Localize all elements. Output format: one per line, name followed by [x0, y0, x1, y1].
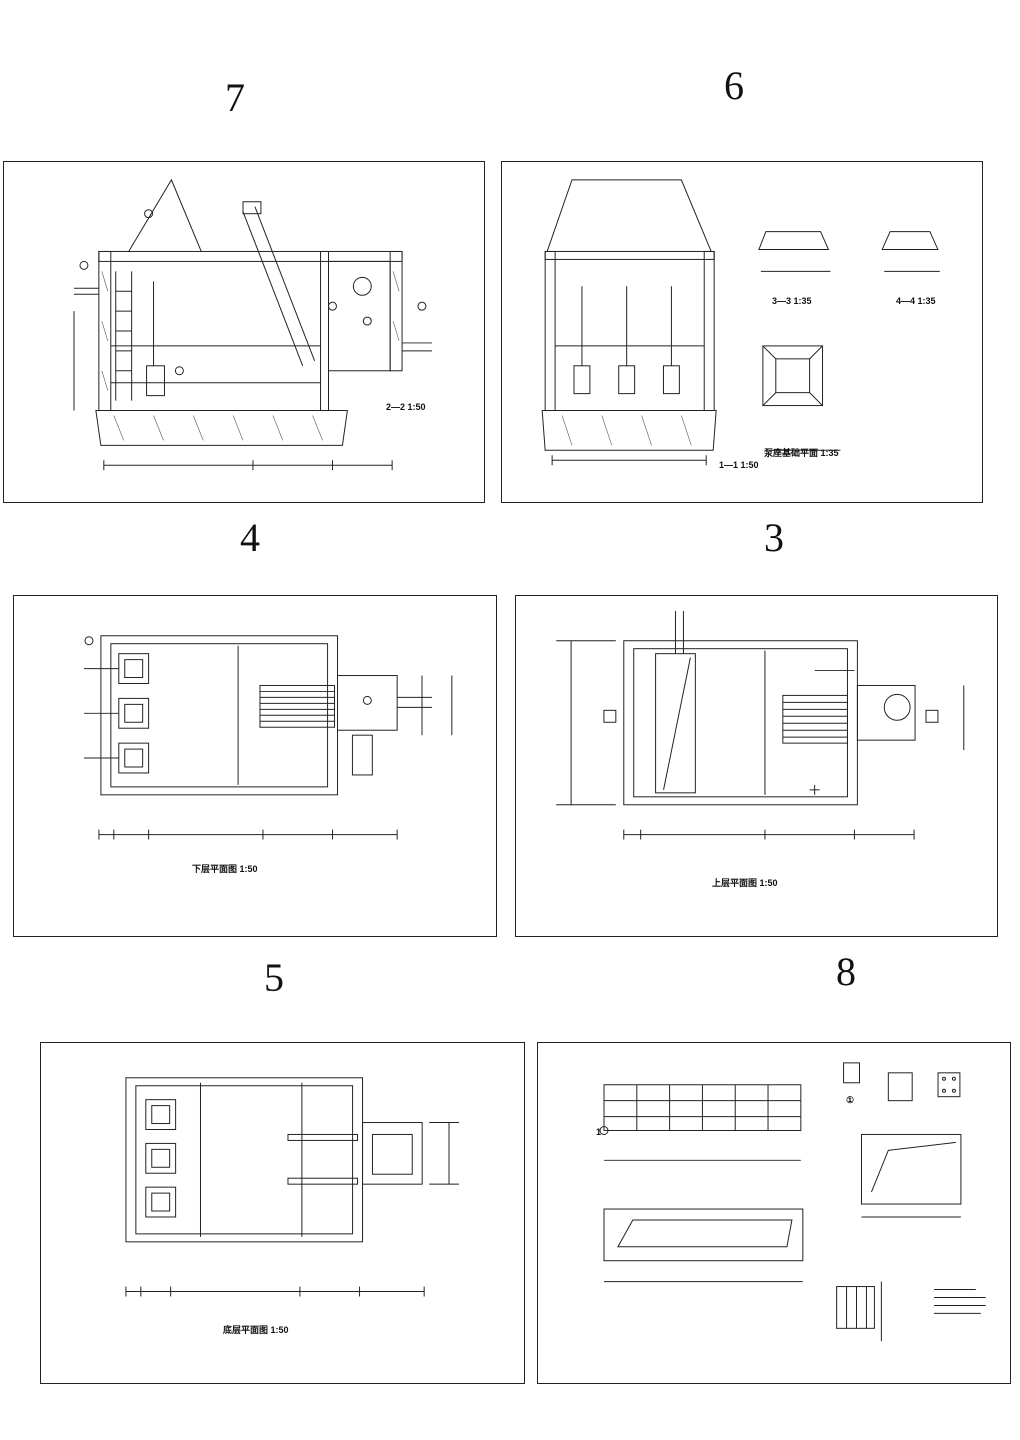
section-caption: 1—1 1:50 [719, 460, 759, 470]
detail-drawings [599, 1062, 986, 1342]
sheet-number-5: 5 [264, 955, 284, 1000]
bottom-floor-plan-drawing [125, 1077, 459, 1297]
section-1-1-drawing [541, 179, 940, 466]
detail-3-3-caption: 3—3 1:35 [772, 296, 812, 306]
drawing-sheet-4[interactable]: 下层平面图 1:50 [13, 595, 497, 937]
sheet-number-4: 4 [240, 515, 260, 560]
upper-floor-plan-drawing [556, 610, 965, 840]
section-caption: 2—2 1:50 [386, 402, 426, 412]
detail-4-4-caption: 4—4 1:35 [896, 296, 936, 306]
plan-caption: 底层平面图 1:50 [223, 1325, 289, 1335]
base-plan-caption: 泵座基础平面 1:35 [764, 448, 839, 458]
drawing-sheet-6[interactable]: 1—1 1:50 3—3 1:35 4—4 1:35 泵座基础平面 1:35 [501, 161, 983, 503]
plan-caption: 上层平面图 1:50 [712, 878, 778, 888]
drawing-sheet-5[interactable]: 底层平面图 1:50 [40, 1042, 525, 1384]
lower-floor-plan-drawing [84, 635, 453, 840]
sheet-number-6: 6 [724, 63, 744, 108]
drawing-sheet-3[interactable]: 上层平面图 1:50 [515, 595, 998, 937]
sheet-number-8: 8 [836, 949, 856, 994]
detail-marker: ① [846, 1095, 855, 1105]
sheet-number-3: 3 [764, 515, 784, 560]
drawing-sheet-7[interactable]: 2—2 1:50 [3, 161, 485, 503]
detail-index: 1 [596, 1127, 602, 1137]
section-2-2-drawing [73, 178, 432, 471]
plan-caption: 下层平面图 1:50 [192, 864, 258, 874]
drawing-sheet-8[interactable]: ① 1 [537, 1042, 1011, 1384]
sheet-number-7: 7 [225, 75, 245, 120]
